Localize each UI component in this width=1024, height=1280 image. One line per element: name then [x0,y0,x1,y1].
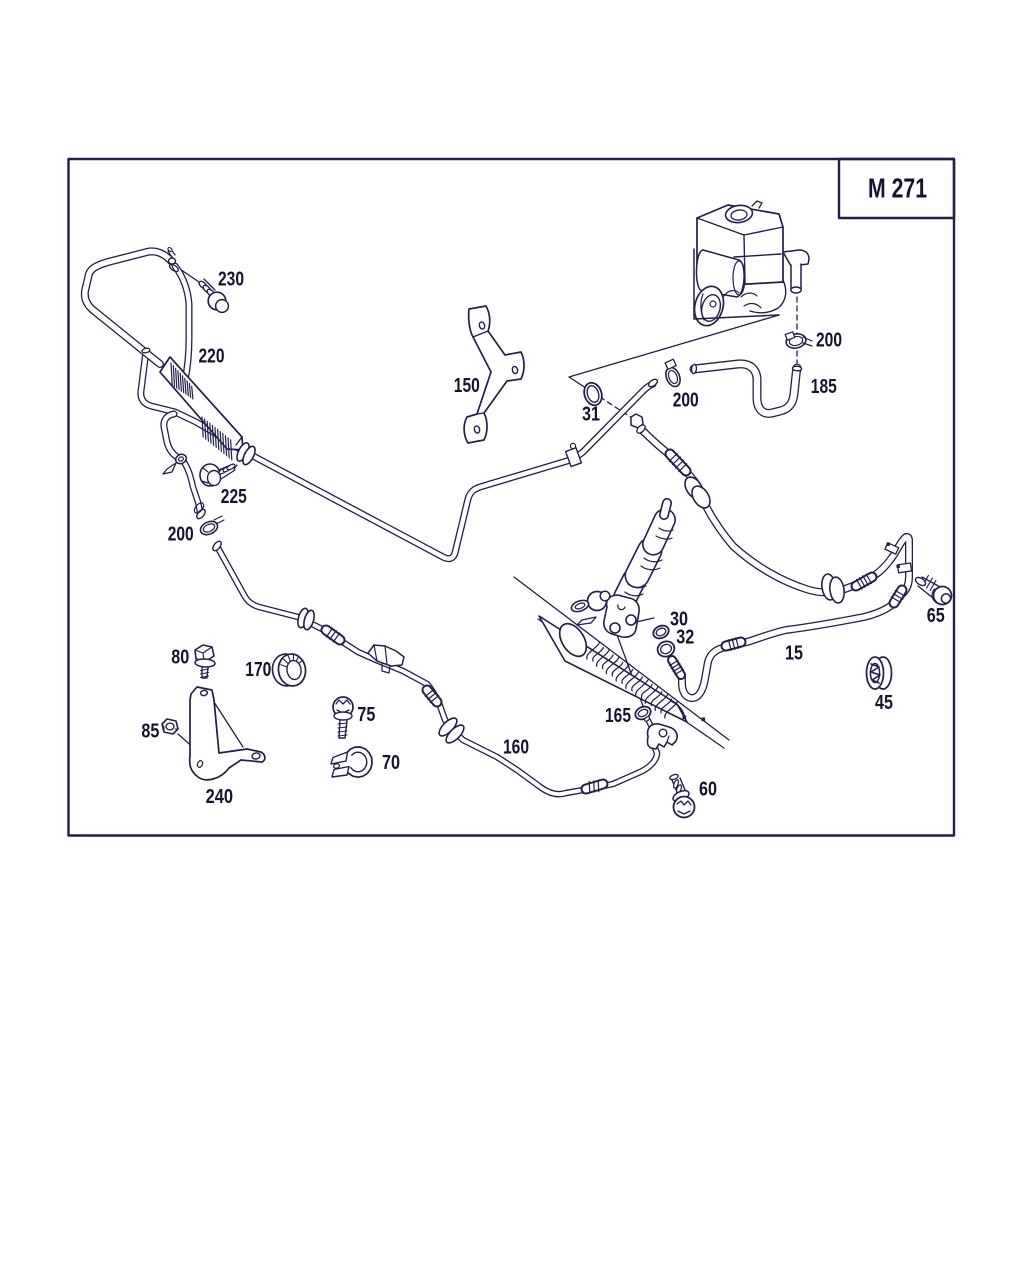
svg-text:225: 225 [221,486,247,508]
svg-text:200: 200 [168,524,194,546]
svg-text:30: 30 [670,609,688,631]
svg-text:60: 60 [699,779,717,801]
svg-text:240: 240 [206,786,234,808]
svg-text:85: 85 [141,721,159,743]
svg-text:32: 32 [676,627,694,649]
svg-text:31: 31 [582,404,600,426]
svg-text:75: 75 [357,704,375,726]
svg-text:70: 70 [382,752,400,774]
svg-text:15: 15 [785,643,803,665]
svg-text:170: 170 [245,659,271,681]
svg-text:45: 45 [875,692,893,714]
svg-text:160: 160 [503,737,529,759]
svg-text:80: 80 [171,647,189,669]
svg-text:65: 65 [927,605,945,627]
svg-text:185: 185 [811,376,837,398]
svg-text:165: 165 [605,705,631,727]
svg-text:200: 200 [673,390,699,412]
svg-text:150: 150 [454,375,480,397]
svg-text:M 271: M 271 [868,173,927,204]
svg-text:200: 200 [816,330,842,352]
svg-text:220: 220 [199,346,225,368]
svg-text:230: 230 [218,268,244,290]
